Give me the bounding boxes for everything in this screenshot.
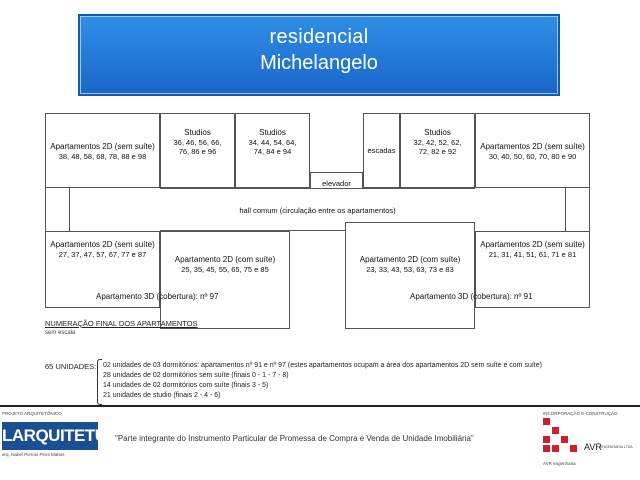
penthouse-left-label: Apartamento 3D (cobertura): nº 97: [96, 292, 219, 301]
common-hall-label: hall comum (circulação entre os apartame…: [239, 206, 396, 215]
legend-item: 02 unidades de 03 dormitórios: apartamen…: [103, 362, 542, 369]
legend-item: 14 unidades de 02 dormitórios com suíte …: [103, 382, 269, 389]
legend-item: 28 unidades de 02 dormitórios sem suíte …: [103, 372, 289, 379]
unit-right-bottom-label: Apartamentos 2D (sem suíte) 21, 31, 41, …: [480, 240, 585, 259]
stairs: [363, 113, 400, 188]
unit-left-bottom: [45, 231, 160, 308]
title-banner: residencial Michelangelo: [78, 14, 560, 96]
unit-right-top-label: Apartamentos 2D (sem suíte) 30, 40, 50, …: [480, 142, 585, 161]
legend-title: NUMERAÇÃO FINAL DOS APARTAMENTOS: [45, 319, 198, 328]
legend-brace: [97, 359, 102, 405]
unit-studios-c-label: Studios 32, 42, 52, 62, 72, 82 e 92: [413, 128, 462, 157]
architect-name: arq. Isabel Pieroni Pires Mattos: [2, 452, 65, 457]
larquitetura-logo: LARQUITETURA: [2, 422, 131, 450]
scale-note: sem escala: [45, 330, 76, 336]
footer-divider: [0, 405, 640, 407]
unit-studios-b-label: Studios 34, 44, 54, 64, 74, 84 e 94: [248, 128, 297, 157]
title-line-1: residencial: [269, 26, 369, 48]
unit-studios-c: [400, 113, 475, 188]
legend-item: 21 unidades de studio (finais 2 - 4 - 6): [103, 392, 221, 399]
units-total-label: 65 UNIDADES:: [45, 362, 97, 371]
unit-left-top-label: Apartamentos 2D (sem suíte) 38, 48, 58, …: [50, 142, 155, 161]
unit-center-right-label: Apartamento 2D (com suíte) 23, 33, 43, 5…: [359, 255, 461, 274]
stairs-label: escadas: [367, 146, 396, 155]
unit-center-left: [160, 231, 290, 329]
avr-name: AVR: [584, 442, 602, 452]
wall-right-notch: [565, 188, 590, 231]
wall-left-notch: [45, 188, 70, 231]
title-line-2: Michelangelo: [260, 52, 378, 74]
unit-center-right: [345, 222, 475, 329]
unit-right-top: [475, 113, 590, 188]
unit-studios-b: [235, 113, 310, 188]
project-caption: PROJETO ARQUITETÔNICO: [2, 411, 62, 416]
unit-studios-a-label: Studios 36, 46, 56, 66, 76, 86 e 96: [173, 128, 222, 157]
unit-center-left-label: Apartamento 2D (com suíte) 25, 35, 45, 5…: [174, 255, 276, 274]
legend-list: 02 unidades de 03 dormitórios: apartamen…: [103, 361, 542, 401]
developer-caption: INCORPORAÇÃO E CONSTRUÇÃO: [543, 411, 618, 416]
unit-studios-a: [160, 113, 235, 188]
avr-subtitle-2: ENGENHARIA LTDA: [600, 445, 633, 449]
unit-left-bottom-label: Apartamentos 2D (sem suíte) 27, 37, 47, …: [50, 240, 155, 259]
penthouse-right-label: Apartamento 3D (cobertura): nº 91: [410, 292, 533, 301]
unit-left-top: [45, 113, 160, 188]
common-hall: [160, 188, 475, 231]
legal-notice: "Parte integrante do Instrumento Particu…: [115, 434, 474, 443]
avr-subtitle: AVR engenharia: [543, 461, 576, 466]
elevator-label: elevador: [322, 179, 351, 188]
unit-right-bottom: [475, 231, 590, 308]
avr-logo-mark: [543, 418, 583, 458]
